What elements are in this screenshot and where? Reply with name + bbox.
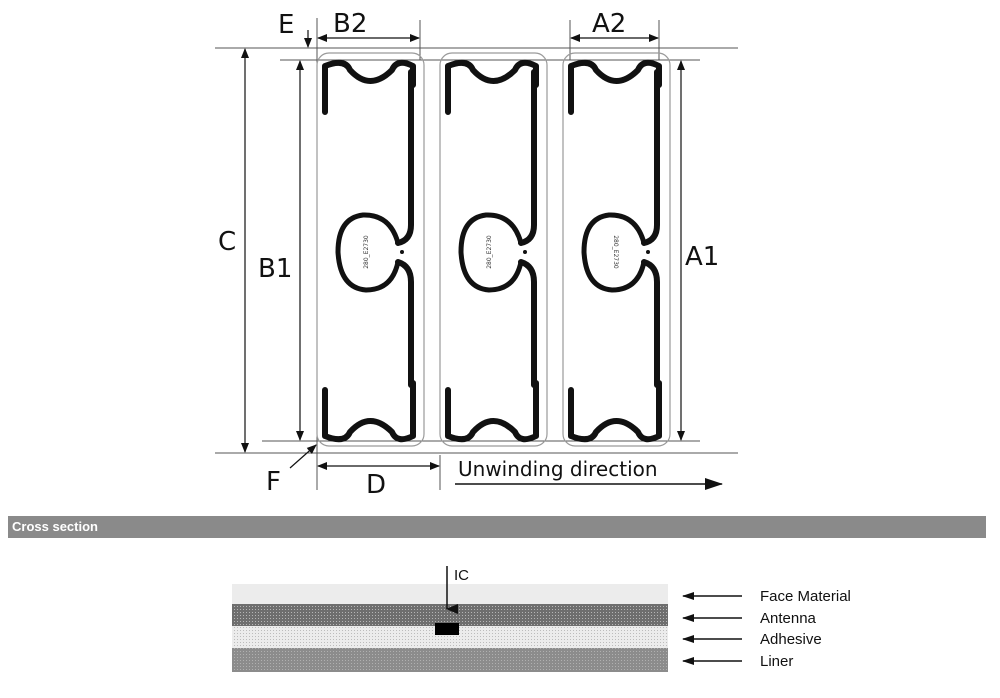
dim-c-label: C [218,227,236,257]
chip-marking-2: 280_E2730 [486,235,493,269]
dim-d-label: D [366,470,386,500]
layer-antenna [232,604,668,626]
layer-liner [232,648,668,672]
tag-layout-diagram: 280_E2730 280_E2730 280_E2730 E B2 A2 C … [215,9,738,500]
label-liner: Liner [760,653,793,670]
dim-b1-label: B1 [258,254,292,284]
label-outlines [316,52,671,447]
ic-chip [435,623,459,635]
cross-section-diagram: IC Face Material Antenna Adhesive Liner [232,566,851,672]
dim-f-label: F [266,467,281,497]
section-title: Cross section [12,519,98,534]
layer-face-material [232,584,668,604]
label-outline-3 [562,52,671,447]
chip-marking-1: 280_E2730 [363,235,370,269]
antenna-2: 280_E2730 [445,59,539,443]
dim-a1-label: A1 [685,242,719,272]
layer-adhesive [232,626,668,648]
label-antenna: Antenna [760,610,817,627]
ic-label: IC [454,567,469,584]
label-outline-1 [316,52,425,447]
dimension-arrows [241,30,723,490]
label-adhesive: Adhesive [760,631,822,648]
label-outline-2 [439,52,548,447]
unwinding-direction-label: Unwinding direction [458,457,658,481]
antenna-3: 280_E2730 [568,59,662,443]
antenna-1: 280_E2730 [322,59,416,443]
dim-e-label: E [278,10,294,40]
dim-a2-label: A2 [592,9,626,39]
dim-f-leader [289,444,317,469]
dim-b2-label: B2 [333,9,367,39]
label-face-material: Face Material [760,588,851,605]
cross-section-header: Cross section [8,516,986,538]
chip-marking-3: 280_E2730 [612,235,619,269]
layer-pointer-arrows [682,592,742,665]
